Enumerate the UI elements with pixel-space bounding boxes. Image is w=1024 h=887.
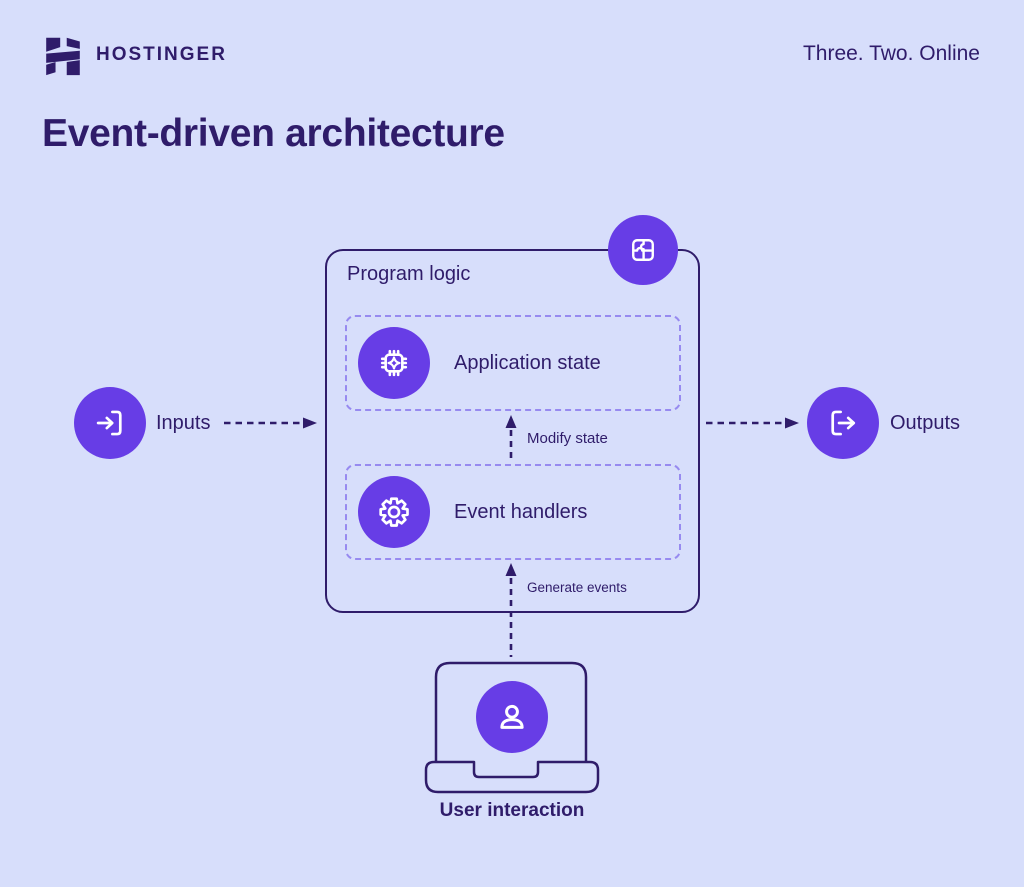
modify-state-arrow [505, 415, 517, 463]
program-logic-box: Program logic Appli [325, 215, 700, 613]
event-handlers-box: Event handlers [345, 464, 681, 560]
brand-name: HOSTINGER [96, 44, 227, 65]
user-interaction-label: User interaction [439, 800, 585, 821]
application-state-label: Application state [454, 351, 601, 374]
generate-events-label: Generate events [527, 580, 627, 595]
laptop-icon [424, 661, 600, 794]
inputs-label: Inputs [156, 412, 211, 434]
outputs-label: Outputs [890, 412, 961, 434]
inputs-circle [74, 387, 146, 459]
program-logic-label: Program logic [347, 263, 471, 285]
application-state-box: Application state [345, 315, 681, 411]
user-icon [491, 696, 533, 738]
login-arrow-icon [91, 404, 129, 442]
gear-icon [374, 492, 414, 532]
chip-sparkle-icon [374, 343, 414, 383]
puzzle-badge [608, 215, 678, 285]
outputs-flow-arrow [706, 417, 799, 429]
brand-tagline: Three. Two. Online [802, 42, 980, 65]
application-state-circle [358, 327, 430, 399]
event-handlers-label: Event handlers [454, 500, 588, 523]
puzzle-icon [625, 232, 661, 268]
event-handlers-circle [358, 476, 430, 548]
inputs-flow-arrow [224, 417, 317, 429]
logout-arrow-icon [824, 404, 862, 442]
outputs-circle [807, 387, 879, 459]
user-circle [476, 681, 548, 753]
generate-events-arrow [505, 563, 517, 657]
brand-header: HOSTINGER [42, 34, 227, 76]
hostinger-h-logo-icon [42, 34, 84, 76]
page-title: Event-driven architecture [42, 112, 505, 155]
modify-state-label: Modify state [527, 430, 608, 447]
